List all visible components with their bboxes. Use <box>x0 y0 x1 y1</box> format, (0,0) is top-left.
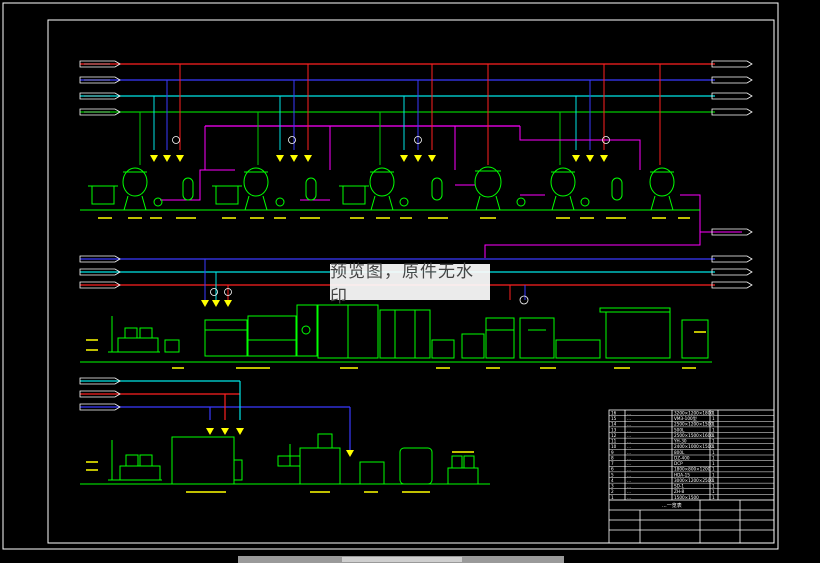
top-valves <box>150 155 608 162</box>
table-cell-name: ... <box>627 416 631 421</box>
table-cell-spec: SD-1 <box>674 484 684 489</box>
table-cell-spec: 2500×1500×1600 <box>674 433 713 438</box>
table-cell-name: ... <box>627 450 631 455</box>
table-cell-spec: 3000×1200×2500 <box>674 478 713 483</box>
bottom-pipe-headers <box>80 380 351 450</box>
outer-frame <box>2 2 779 550</box>
table-cell-spec: HDA-15 <box>674 472 690 477</box>
table-cell-no: 7 <box>611 461 614 466</box>
table-cell-name: ... <box>627 433 631 438</box>
table-cell-name: ... <box>627 461 631 466</box>
title-block <box>608 409 775 544</box>
table-cell-qty: 1 <box>712 484 715 489</box>
top-left-header-boxes <box>79 60 121 116</box>
table-cell-qty: 1 <box>712 416 715 421</box>
table-cell-spec: YH-30 <box>673 439 687 444</box>
table-cell-qty: 1 <box>712 478 715 483</box>
table-cell-qty: 1 <box>712 461 715 466</box>
table-cell-no: 6 <box>611 467 614 472</box>
table-cell-no: 16 <box>611 410 617 415</box>
table-cell-no: 1 <box>611 495 614 500</box>
top-instruments <box>172 136 610 144</box>
table-cell-no: 2 <box>611 489 614 494</box>
top-equipment <box>88 166 675 211</box>
table-cell-no: 9 <box>611 450 614 455</box>
table-cell-name: ... <box>627 422 631 427</box>
table-cell-spec: 2500×1200×1500 <box>674 422 713 427</box>
top-magenta-transfer <box>160 126 742 258</box>
right-magenta-arrow-box <box>711 228 753 236</box>
bottom-label-marks <box>86 451 474 493</box>
top-vertical-drops <box>139 64 661 165</box>
table-cell-name: ... <box>627 484 631 489</box>
table-cell-spec: 1800×800×1200 <box>674 467 711 472</box>
table-cell-name: ... <box>627 489 631 494</box>
table-cell-spec: VM3-100型 <box>674 415 697 421</box>
inner-frame <box>47 19 775 544</box>
table-cell-qty: 1 <box>712 489 715 494</box>
table-cell-spec: 3200×1200×1800 <box>674 410 713 415</box>
scrollbar-thumb[interactable] <box>342 557 462 562</box>
table-cell-name: ... <box>627 410 631 415</box>
table-cell-name: ... <box>627 455 631 460</box>
middle-header-boxes <box>79 255 753 289</box>
top-pipe-headers <box>80 63 715 127</box>
table-cell-no: 15 <box>611 416 617 421</box>
table-cell-name: ... <box>627 478 631 483</box>
bottom-valves <box>206 428 354 457</box>
middle-equipment <box>108 304 709 359</box>
table-cell-qty: 1 <box>712 433 715 438</box>
middle-instruments <box>210 288 529 305</box>
middle-valves <box>201 300 232 307</box>
table-cell-name: ... <box>627 444 631 449</box>
table-cell-qty: 1 <box>712 427 715 432</box>
table-cell-no: 8 <box>611 455 614 460</box>
table-cell-qty: 1 <box>712 455 715 460</box>
table-cell-name: ... <box>627 467 631 472</box>
table-cell-spec: DZ-400 <box>674 455 690 460</box>
table-cell-no: 10 <box>611 444 617 449</box>
table-cell-no: 11 <box>611 439 617 444</box>
table-cell-qty: 1 <box>712 410 715 415</box>
top-right-header-boxes <box>711 60 753 116</box>
table-cell-spec: 1500×1500 <box>674 495 699 500</box>
table-cell-no: 5 <box>611 472 614 477</box>
table-cell-qty: 1 <box>712 450 715 455</box>
table-cell-no: 12 <box>611 433 617 438</box>
table-cell-no: 3 <box>611 484 614 489</box>
table-cell-name: ... <box>627 495 631 500</box>
table-cell-qty: 1 <box>712 444 715 449</box>
table-cell-qty: 1 <box>712 422 715 427</box>
bottom-header-boxes <box>79 377 121 411</box>
table-cell-spec: ZH-8 <box>674 489 685 494</box>
table-cell-name: ... <box>627 472 631 477</box>
table-cell-spec: 800L <box>674 450 685 455</box>
top-header-tiny-labels <box>84 63 110 113</box>
table-cell-name: ... <box>627 439 631 444</box>
table-cell-no: 4 <box>611 478 614 483</box>
drawing-title: ...一览表 <box>662 502 682 509</box>
table-cell-name: ... <box>627 427 631 432</box>
horizontal-scrollbar[interactable] <box>238 556 564 563</box>
middle-label-marks <box>86 331 706 369</box>
table-cell-spec: 2400×1000×1500 <box>674 444 713 449</box>
table-cell-qty: 1 <box>712 439 715 444</box>
table-cell-qty: 1 <box>712 472 715 477</box>
table-cell-no: 14 <box>611 422 617 427</box>
bottom-equipment <box>108 433 479 485</box>
table-cell-qty: 1 <box>712 495 715 500</box>
table-cell-spec: DCP <box>674 461 683 466</box>
table-cell-spec: 500L <box>674 427 685 432</box>
table-cell-no: 13 <box>611 427 617 432</box>
watermark: 预览图，原件无水印 <box>330 262 490 307</box>
table-cell-qty: 1 <box>712 467 715 472</box>
